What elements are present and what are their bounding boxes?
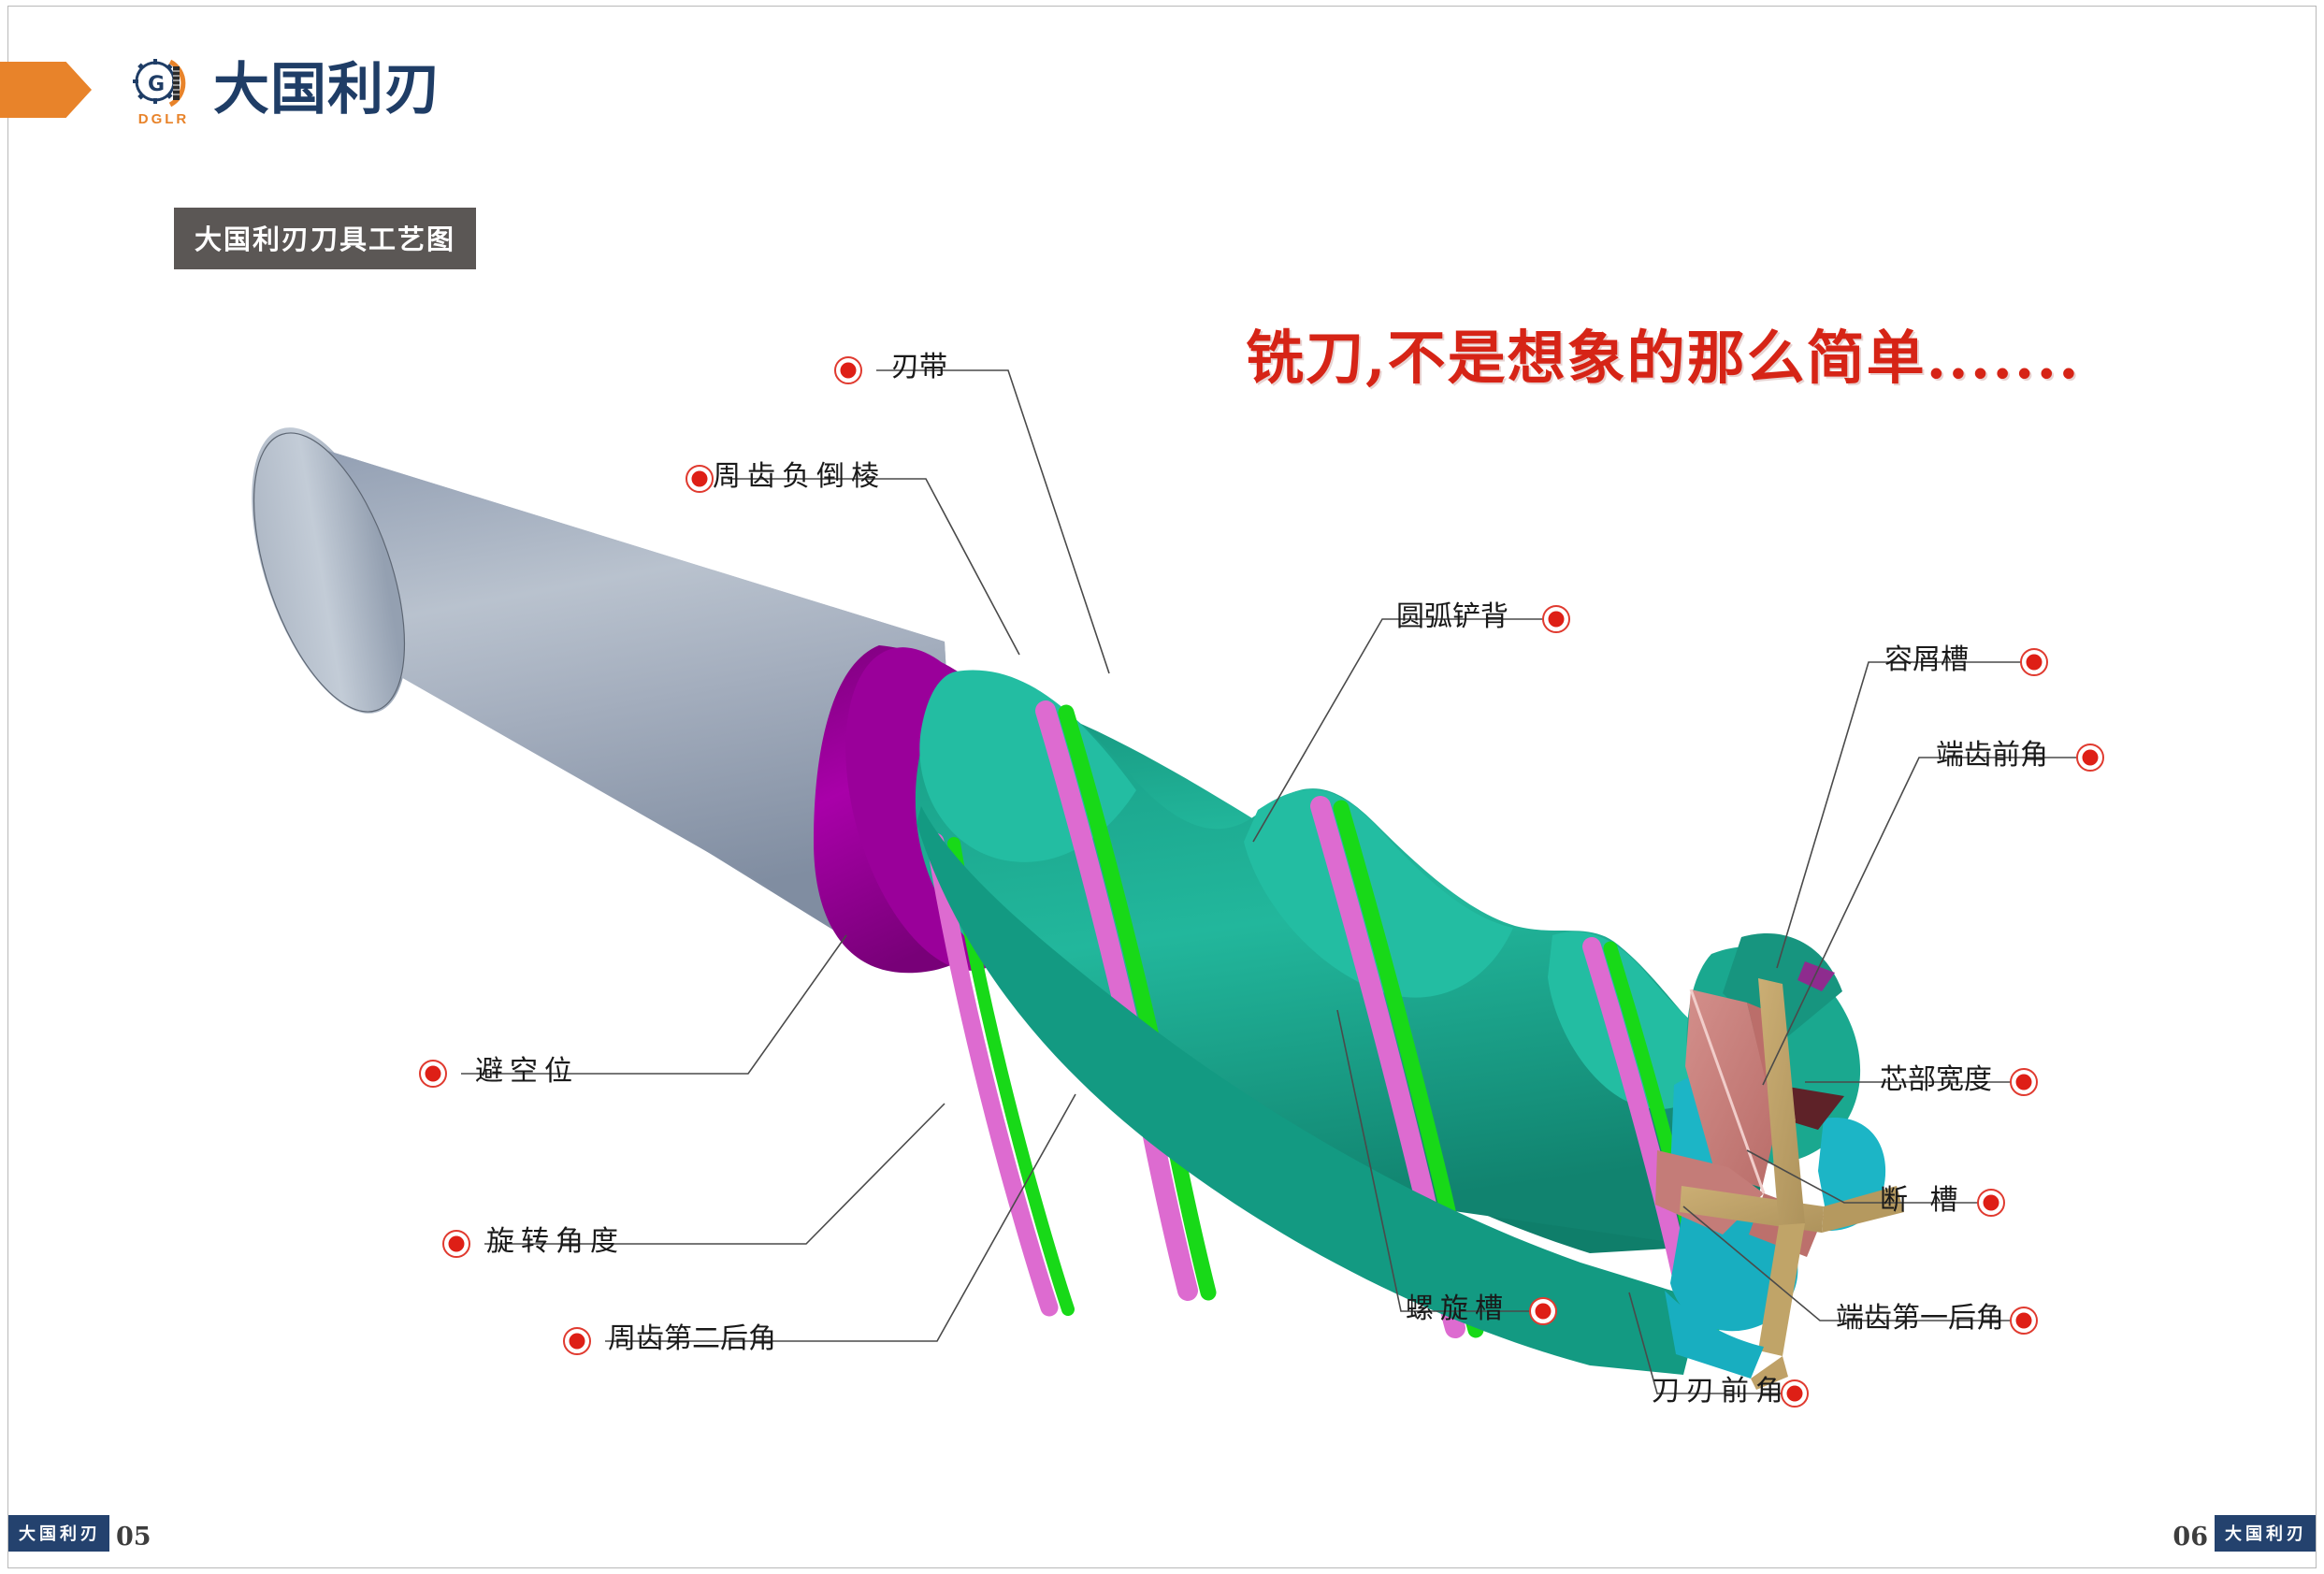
- callout-dot-relief-position[interactable]: [419, 1060, 447, 1088]
- callout-dot-core-width[interactable]: [2010, 1068, 2038, 1096]
- section-title-badge: 大国利刃刀具工艺图: [174, 208, 477, 269]
- callout-dot-margin-land[interactable]: [834, 356, 862, 384]
- callout-dot-peripheral-chamfer[interactable]: [686, 465, 714, 493]
- callout-label-chip-gullet: 容屑槽: [1884, 643, 1969, 676]
- callout-dot-arc-back[interactable]: [1542, 605, 1570, 633]
- svg-text:G: G: [148, 73, 165, 96]
- callout-label-core-width: 芯部宽度: [1880, 1063, 1992, 1096]
- callout-label-break-groove: 断 槽: [1880, 1184, 1965, 1217]
- callout-label-edge-rake-angle: 刀刃前角: [1652, 1375, 1790, 1408]
- callout-dot-edge-rake-angle[interactable]: [1781, 1379, 1809, 1408]
- callout-dot-rotation-angle[interactable]: [442, 1230, 470, 1258]
- callout-label-second-relief: 周齿第二后角: [608, 1322, 776, 1355]
- footer-right-page-number: 06: [2172, 1523, 2208, 1552]
- callout-dot-second-relief[interactable]: [563, 1327, 591, 1355]
- footer-right: 06 大国利刃: [2166, 1515, 2316, 1552]
- footer-left-brand-chip: 大国利刃: [8, 1515, 109, 1552]
- headline-text: 铣刀,不是想象的那么简单.......: [1246, 324, 2081, 392]
- footer-left: 大国利刃 05: [8, 1515, 158, 1552]
- dglr-gear-logo-icon: G DGLR: [127, 54, 200, 127]
- callout-label-end-tooth-relief-1: 端齿第一后角: [1836, 1302, 2004, 1335]
- callout-label-relief-position: 避空位: [475, 1055, 579, 1088]
- callout-label-end-tooth-rake: 端齿前角: [1936, 739, 2048, 772]
- callout-dot-break-groove[interactable]: [1977, 1189, 2005, 1217]
- brand-name: 大国利刃: [213, 57, 441, 123]
- callout-dot-helix-flute[interactable]: [1529, 1297, 1557, 1325]
- callout-label-peripheral-chamfer: 周齿负倒棱: [713, 460, 886, 493]
- footer-left-page-number: 05: [116, 1523, 152, 1552]
- orange-arrow-icon: [0, 62, 92, 118]
- callout-dot-end-tooth-relief-1[interactable]: [2010, 1307, 2038, 1335]
- callout-label-margin-land: 刃带: [891, 351, 947, 383]
- callout-label-helix-flute: 螺旋槽: [1406, 1292, 1509, 1325]
- dglr-abbr: DGLR: [137, 111, 190, 127]
- callout-dot-chip-gullet[interactable]: [2020, 648, 2048, 676]
- callout-label-arc-back: 圆弧铲背: [1396, 600, 1508, 633]
- callout-label-rotation-angle: 旋转角度: [486, 1225, 625, 1258]
- brand-header: G DGLR 大国利刃: [0, 54, 441, 127]
- callout-dot-end-tooth-rake[interactable]: [2076, 744, 2104, 772]
- footer-right-brand-chip: 大国利刃: [2215, 1515, 2316, 1552]
